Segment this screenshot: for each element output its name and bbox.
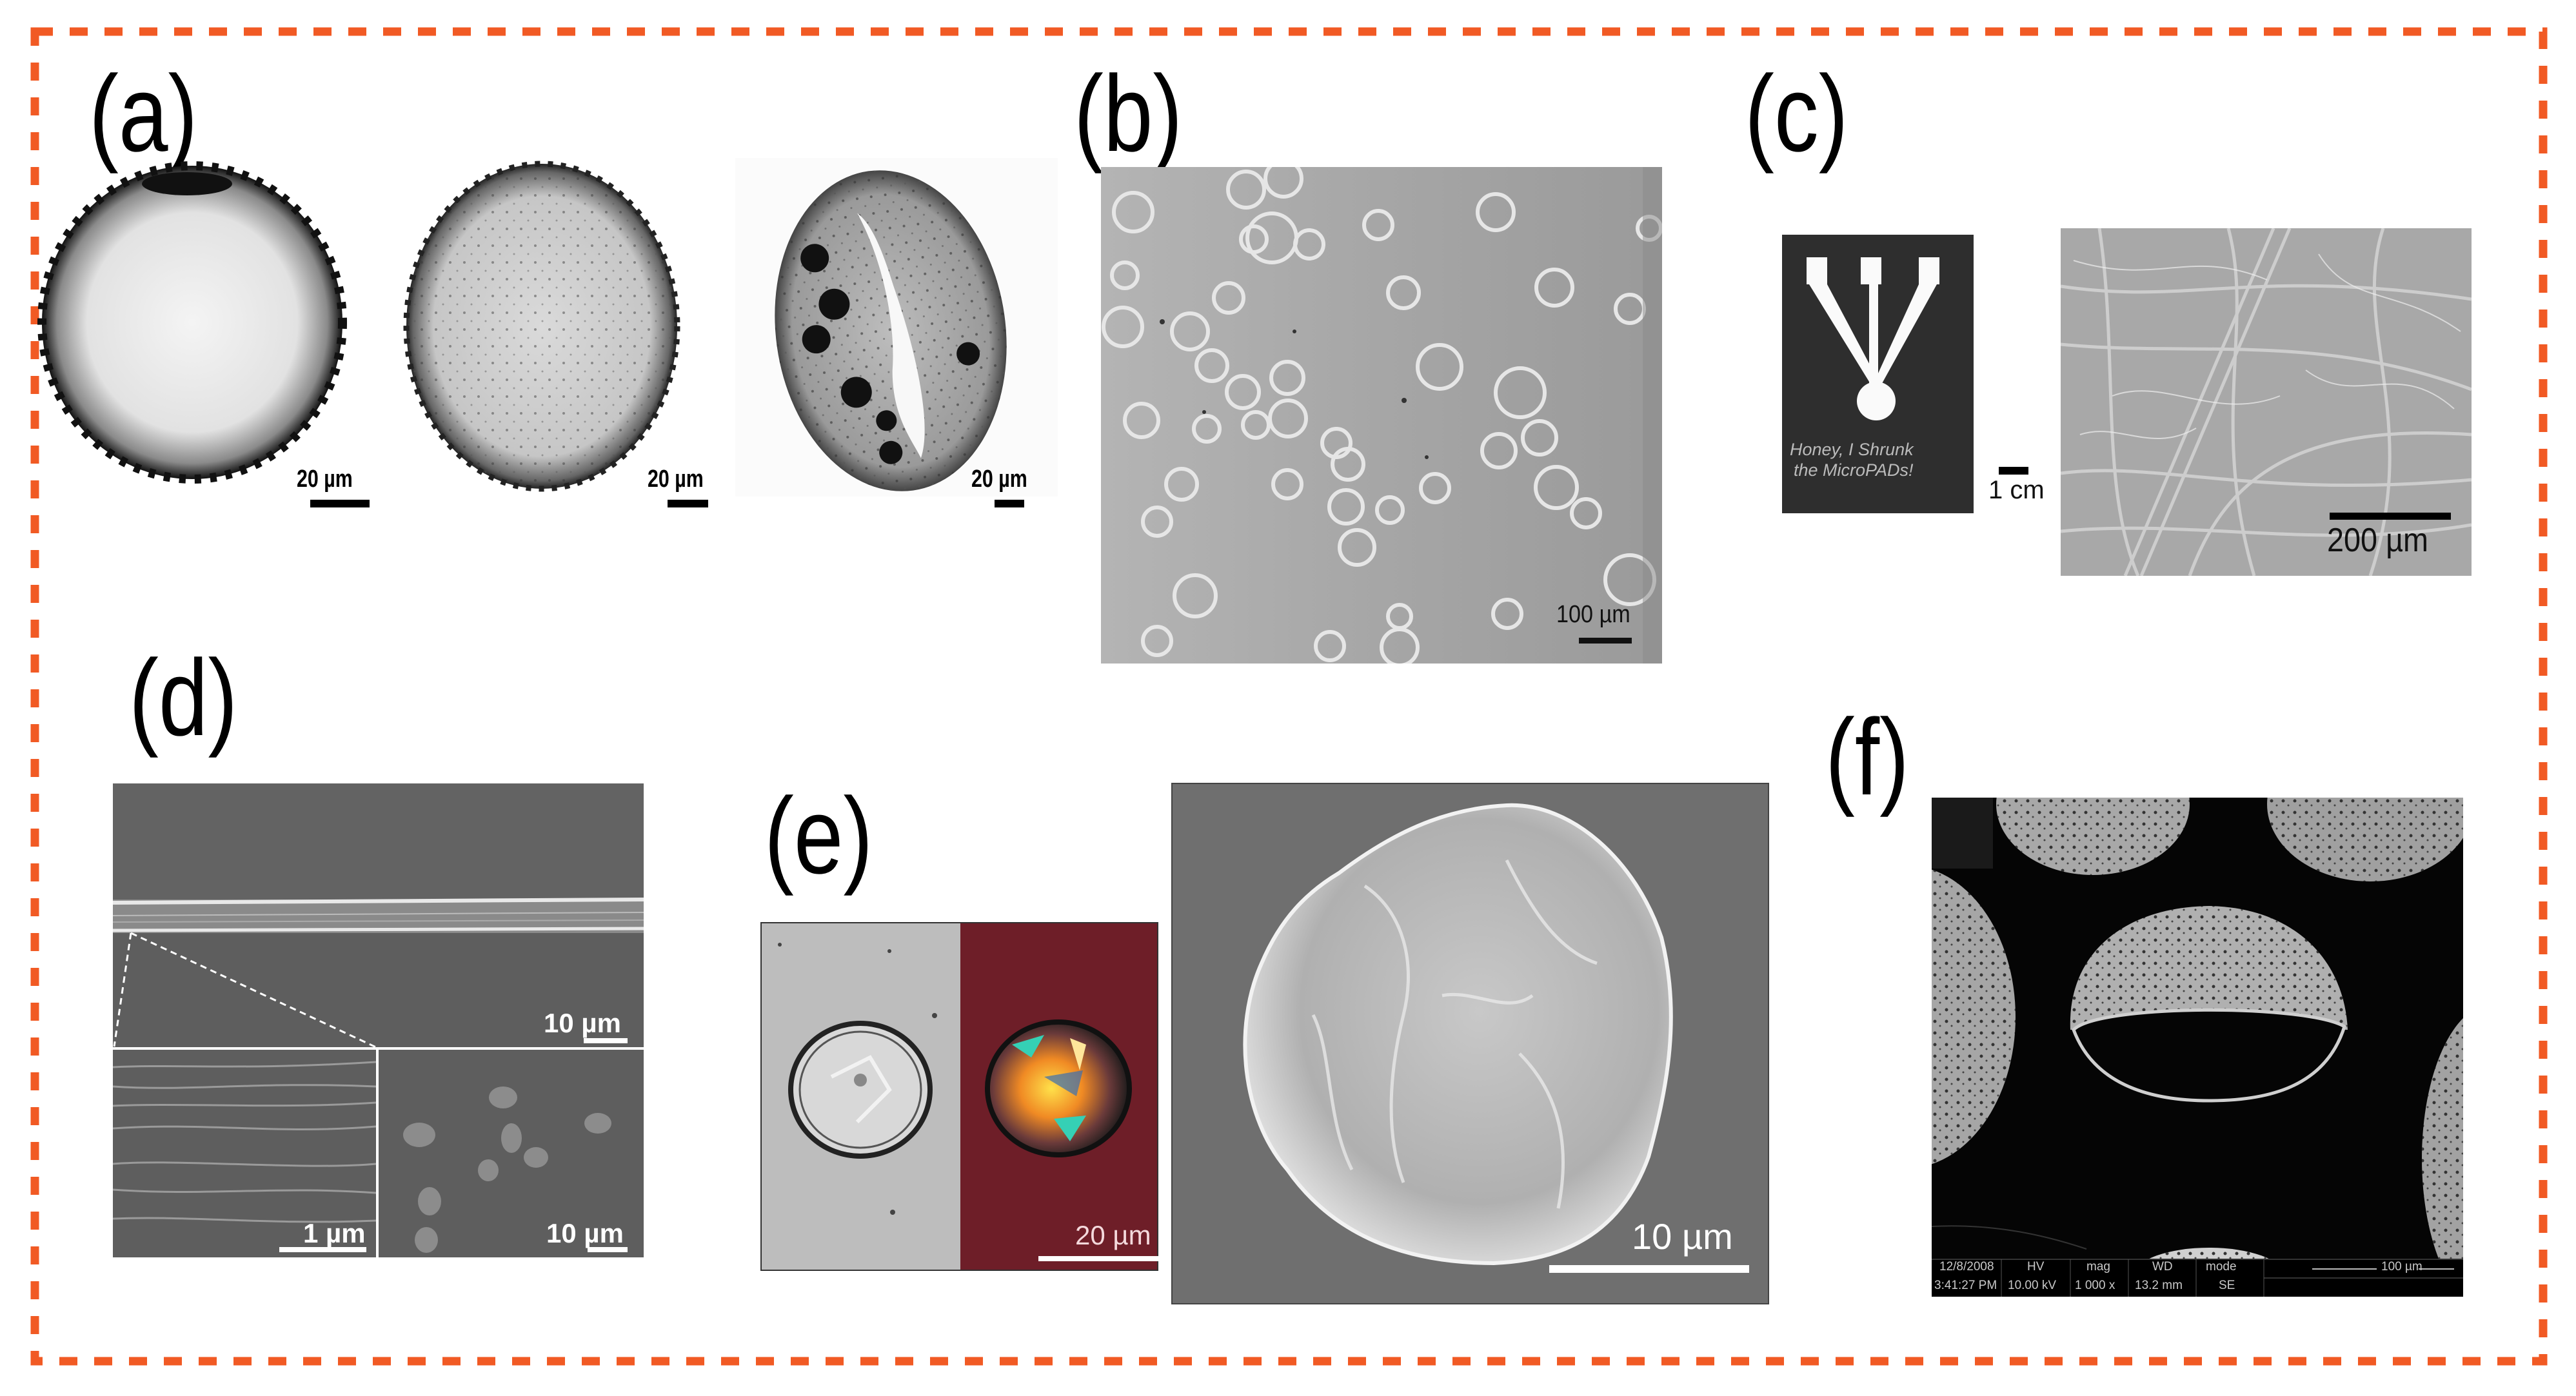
databar-mag-label: mag — [2086, 1260, 2110, 1273]
scale-label-d1: 10 µm — [544, 1008, 621, 1038]
ellipse-cell-1 — [37, 161, 347, 484]
scale-bar-a2 — [668, 500, 708, 507]
scale-label-e1: 20 µm — [1075, 1220, 1151, 1250]
panel-d-sem-composite — [113, 783, 644, 1257]
scale-label-e2: 10 µm — [1632, 1216, 1733, 1257]
panel-e-optical-pair — [760, 922, 1158, 1271]
scale-label-d2: 1 µm — [303, 1218, 366, 1248]
databar-mag-value: 1 000 x — [2075, 1279, 2115, 1292]
databar-hv-value: 10.00 kV — [2008, 1279, 2056, 1292]
databar-mode-value: SE — [2219, 1279, 2235, 1292]
panel-label-c: (c) — [1745, 53, 1848, 174]
scale-bar-c1 — [1999, 467, 2028, 475]
scale-bar-a3 — [995, 500, 1024, 507]
databar-time: 3:41:27 PM — [1934, 1279, 1997, 1292]
scale-label-a2: 20 µm — [648, 466, 704, 493]
panel-e-sem-wrinkled-particle — [1171, 783, 1769, 1304]
panel-label-a: (a) — [89, 53, 198, 174]
scale-bar-e1 — [1038, 1256, 1159, 1261]
scale-bar-a1 — [310, 500, 370, 507]
databar-hv-label: HV — [2027, 1260, 2045, 1273]
panel-f-sem-hemispheres — [1932, 798, 2463, 1297]
scale-label-c2: 200 µm — [2327, 522, 2429, 559]
paper-device-image: Honey, I Shrunk the MicroPADs! — [1782, 235, 1974, 513]
databar-mode-label: mode — [2206, 1260, 2237, 1273]
scale-label-a1: 20 µm — [297, 466, 353, 493]
scale-bar-e2 — [1549, 1265, 1749, 1273]
polarized-particle — [985, 1019, 1132, 1157]
panel-label-b: (b) — [1074, 53, 1183, 174]
brightfield-particle — [788, 1021, 933, 1159]
databar-date: 12/8/2008 — [1939, 1260, 1994, 1273]
scale-bar-b — [1579, 638, 1632, 644]
sem-databar: 12/8/2008 3:41:27 PM HV 10.00 kV mag 1 0… — [1932, 1259, 2463, 1297]
databar-wd-label: WD — [2152, 1260, 2173, 1273]
scale-label-b: 100 µm — [1556, 601, 1630, 628]
panel-label-f: (f) — [1825, 696, 1910, 818]
panel-label-e: (e) — [764, 775, 873, 896]
scale-bar-d3 — [588, 1247, 628, 1252]
scale-label-d3: 10 µm — [546, 1218, 624, 1248]
ellipse-cell-3 — [775, 170, 1007, 491]
scale-bar-d1 — [584, 1038, 628, 1043]
scale-label-c1: 1 cm — [1988, 476, 2045, 504]
databar-wd-value: 13.2 mm — [2135, 1279, 2183, 1292]
device-text-line-2: the MicroPADs! — [1794, 460, 1914, 480]
microfluidic-channel-pattern — [1807, 257, 1939, 420]
device-text-line-1: Honey, I Shrunk — [1790, 440, 1914, 459]
ellipse-cell-2 — [403, 161, 680, 492]
scale-bar-d2 — [279, 1247, 366, 1252]
panel-label-d: (d) — [129, 637, 238, 758]
scale-bar-c2 — [2330, 513, 2451, 520]
panel-b-droplet-micrograph — [1101, 167, 1662, 664]
scale-label-a3: 20 µm — [971, 466, 1027, 493]
databar-scale-label: 100 µm — [2381, 1260, 2422, 1273]
panel-a-micrographs — [37, 158, 1058, 496]
